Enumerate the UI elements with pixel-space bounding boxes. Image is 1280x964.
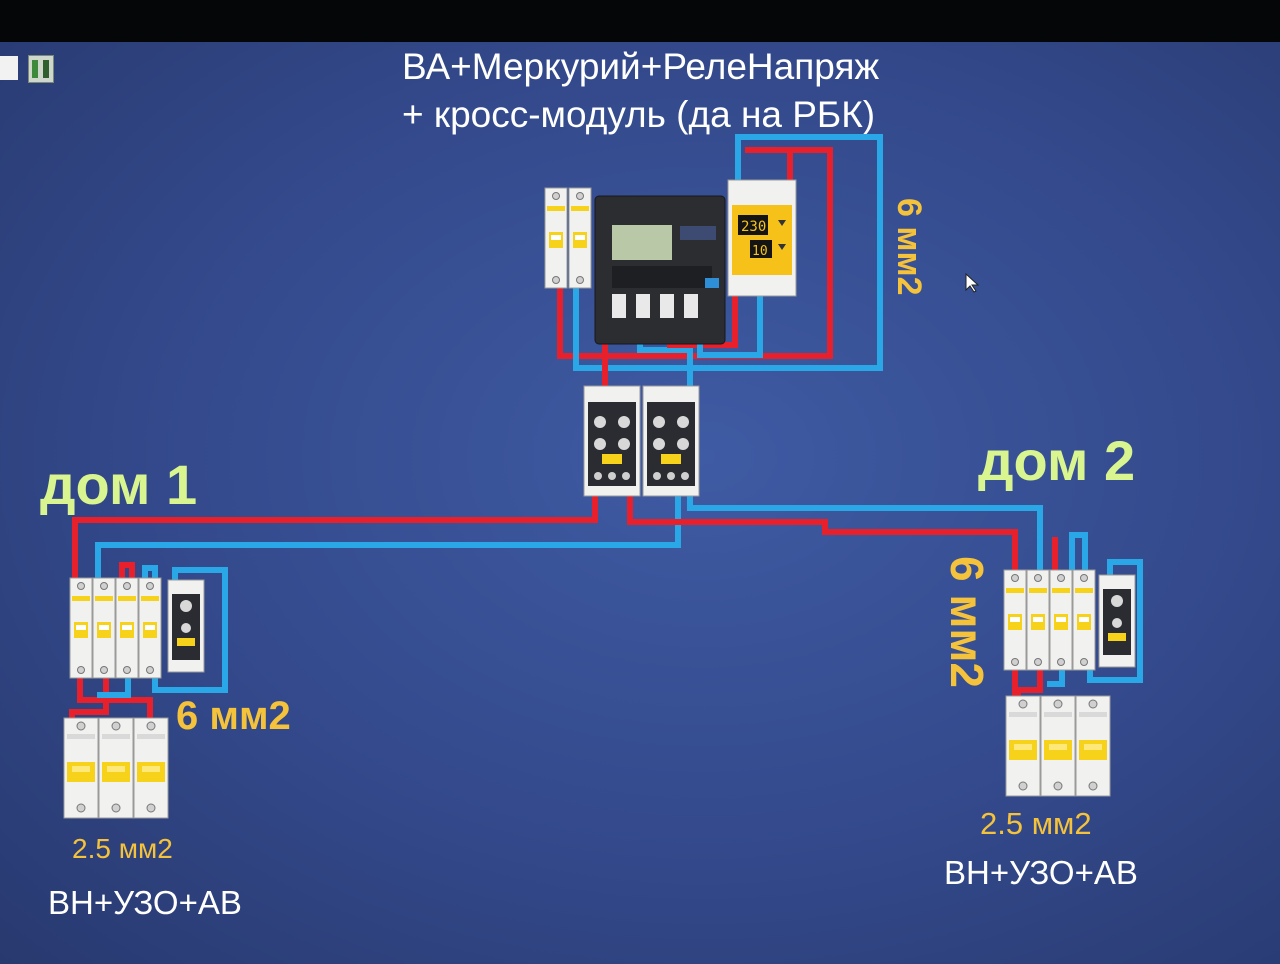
house1-surge-module	[167, 579, 205, 673]
wire-neutral	[573, 134, 883, 371]
house2-rcd-breakers	[1003, 569, 1096, 671]
wire-neutral-house1	[95, 479, 681, 578]
house2-surge-module	[1098, 574, 1136, 668]
voltage-relay: 230 10	[727, 179, 797, 297]
wire-neutral	[142, 565, 158, 583]
mouse-cursor-icon	[965, 272, 980, 293]
wire-phase-house2	[627, 479, 1018, 578]
white-window-edge	[0, 56, 18, 80]
house2-group-breakers	[1005, 695, 1111, 797]
house2-label: дом 2	[978, 429, 1136, 492]
title-line-2: + кросс-модуль (да на РБК)	[402, 94, 876, 135]
house1-group-cable-label: 2.5 мм2	[72, 833, 173, 864]
wire-phase	[557, 147, 833, 359]
wire-phase-house1	[72, 479, 598, 578]
wire-neutral	[1069, 532, 1088, 578]
relay-voltage-display: 230	[741, 219, 766, 235]
top-bar	[0, 0, 1280, 42]
cross-module	[583, 385, 700, 497]
house1-rcd-breakers	[69, 577, 162, 679]
house2-group-cable-label: 2.5 мм2	[980, 806, 1092, 841]
mercury-meter	[594, 195, 726, 345]
wire-neutral	[1087, 559, 1143, 683]
wire-phase	[77, 677, 153, 723]
diagram-title: ВА+Меркурий+РелеНапряж + кросс-модуль (д…	[402, 43, 879, 139]
top-cable-label: 6 мм2	[890, 198, 928, 296]
wire-neutral	[152, 567, 228, 693]
wire-neutral	[97, 677, 131, 698]
house1-label: дом 1	[40, 453, 198, 516]
app-tray-icon[interactable]	[28, 55, 54, 83]
house2-combo-label: ВН+УЗО+АВ	[944, 854, 1138, 891]
house1-combo-label: ВН+УЗО+АВ	[48, 884, 242, 921]
wire-neutral	[1047, 665, 1065, 687]
house1-cable-label: 6 мм2	[176, 694, 291, 738]
wire-phase	[119, 562, 135, 583]
relay-current-display: 10	[752, 244, 768, 259]
title-line-1: ВА+Меркурий+РелеНапряж	[402, 46, 880, 87]
main-breaker	[544, 187, 592, 289]
house1-group-breakers	[63, 717, 169, 819]
house2-cable-label: 6 мм2	[941, 556, 993, 689]
